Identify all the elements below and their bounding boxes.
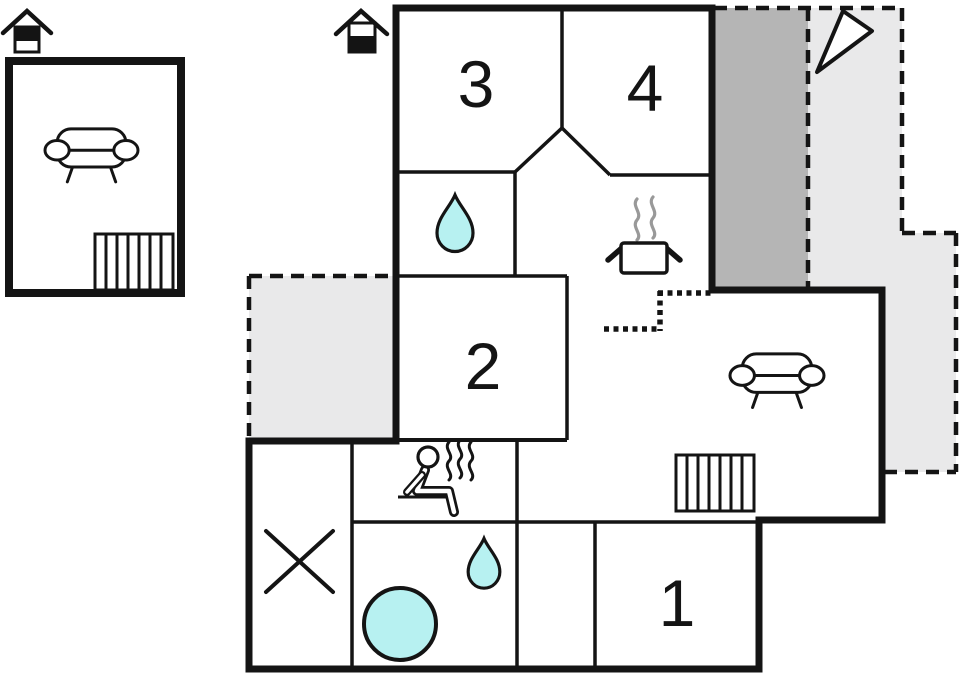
terrace-areas xyxy=(249,8,956,472)
covered-terrace-dark xyxy=(712,8,808,290)
stove-steam xyxy=(649,195,657,240)
terrace-left xyxy=(249,276,396,439)
interior-walls xyxy=(350,8,757,669)
room-label-4: 4 xyxy=(627,51,664,125)
terrace-dashed-borders xyxy=(246,5,959,475)
sofa-icon xyxy=(43,127,140,184)
terrace-light-right xyxy=(882,233,956,472)
sauna-steam xyxy=(445,440,453,482)
no-access-x-icon xyxy=(264,529,335,594)
room-label-2: 2 xyxy=(465,329,502,403)
stove-icon xyxy=(605,195,683,275)
sauna-steam xyxy=(456,438,464,480)
sauna-person-head xyxy=(416,445,440,469)
radiator-icon xyxy=(674,453,756,513)
annex-house-icon xyxy=(0,7,54,54)
room-label-1: 1 xyxy=(659,566,696,640)
room-label-3: 3 xyxy=(458,47,495,121)
sauna-steam xyxy=(467,440,475,482)
north-arrow-icon xyxy=(815,9,874,74)
water-drop-icon xyxy=(435,190,475,254)
kitchen-dotted-partition xyxy=(604,290,712,332)
water-drop-icon xyxy=(466,534,502,590)
radiator-icon xyxy=(93,232,175,292)
hot-tub-icon xyxy=(362,586,438,662)
sofa-icon xyxy=(728,352,826,409)
pot-body xyxy=(619,241,669,275)
wall-hall-diagonal-right xyxy=(560,126,612,177)
terrace-light-mid xyxy=(808,233,882,290)
sauna-icon xyxy=(398,438,475,517)
sauna-person-arm-inner xyxy=(405,473,424,494)
wall-hall-diagonal-left xyxy=(513,126,564,174)
main-house-icon xyxy=(333,7,390,54)
stove-steam xyxy=(633,197,641,242)
